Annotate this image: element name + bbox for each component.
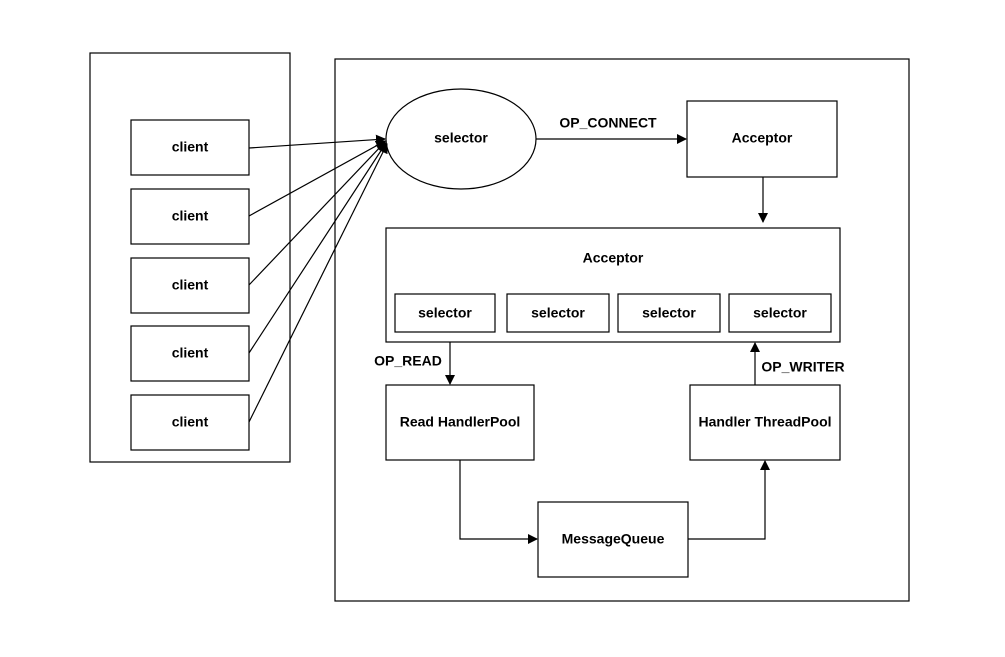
acceptor-pool-title: Acceptor xyxy=(583,250,644,266)
edge-client-3-to-selector xyxy=(248,141,386,286)
sub-selector-label-2: selector xyxy=(531,305,585,321)
client-node-4: client xyxy=(130,325,250,382)
client-label-3: client xyxy=(172,277,209,293)
client-node-3: client xyxy=(130,257,250,314)
sub-selector-label-3: selector xyxy=(642,305,696,321)
top-acceptor-node: Acceptor xyxy=(686,100,838,178)
client-group-frame xyxy=(89,52,291,463)
client-label-2: client xyxy=(172,208,209,224)
sub-selector-1: selector xyxy=(394,293,496,333)
edge-client-4-to-selector xyxy=(248,142,387,354)
server-frame xyxy=(334,58,910,602)
edge-client-1-to-selector xyxy=(248,134,386,149)
sub-selector-3: selector xyxy=(617,293,721,333)
client-label-4: client xyxy=(172,345,209,361)
main-selector-label: selector xyxy=(434,130,488,146)
sub-selector-4: selector xyxy=(728,293,832,333)
edge-client-5-to-selector xyxy=(248,143,388,423)
client-node-1: client xyxy=(130,119,250,176)
client-label-5: client xyxy=(172,414,209,430)
client-node-5: client xyxy=(130,394,250,451)
edge-queue-to-handler xyxy=(688,460,770,540)
edge-label-op-writer: OP_WRITER xyxy=(761,359,844,375)
sub-selector-label-1: selector xyxy=(418,305,472,321)
edge-label-op-connect: OP_CONNECT xyxy=(559,115,657,131)
client-label-1: client xyxy=(172,139,209,155)
handler-thread-pool-node: Handler ThreadPool xyxy=(689,384,841,461)
message-queue-label: MessageQueue xyxy=(562,531,665,547)
handler-thread-pool-label: Handler ThreadPool xyxy=(698,414,831,430)
read-handler-pool-label: Read HandlerPool xyxy=(400,414,521,430)
edge-label-op-read: OP_READ xyxy=(374,353,442,369)
edge-read-handler-to-queue xyxy=(459,460,538,544)
main-selector-node: selector xyxy=(385,88,537,190)
sub-selector-label-4: selector xyxy=(753,305,807,321)
top-acceptor-label: Acceptor xyxy=(732,130,793,146)
edge-client-2-to-selector xyxy=(248,140,386,217)
read-handler-pool-node: Read HandlerPool xyxy=(385,384,535,461)
message-queue-node: MessageQueue xyxy=(537,501,689,578)
client-node-2: client xyxy=(130,188,250,245)
sub-selector-2: selector xyxy=(506,293,610,333)
